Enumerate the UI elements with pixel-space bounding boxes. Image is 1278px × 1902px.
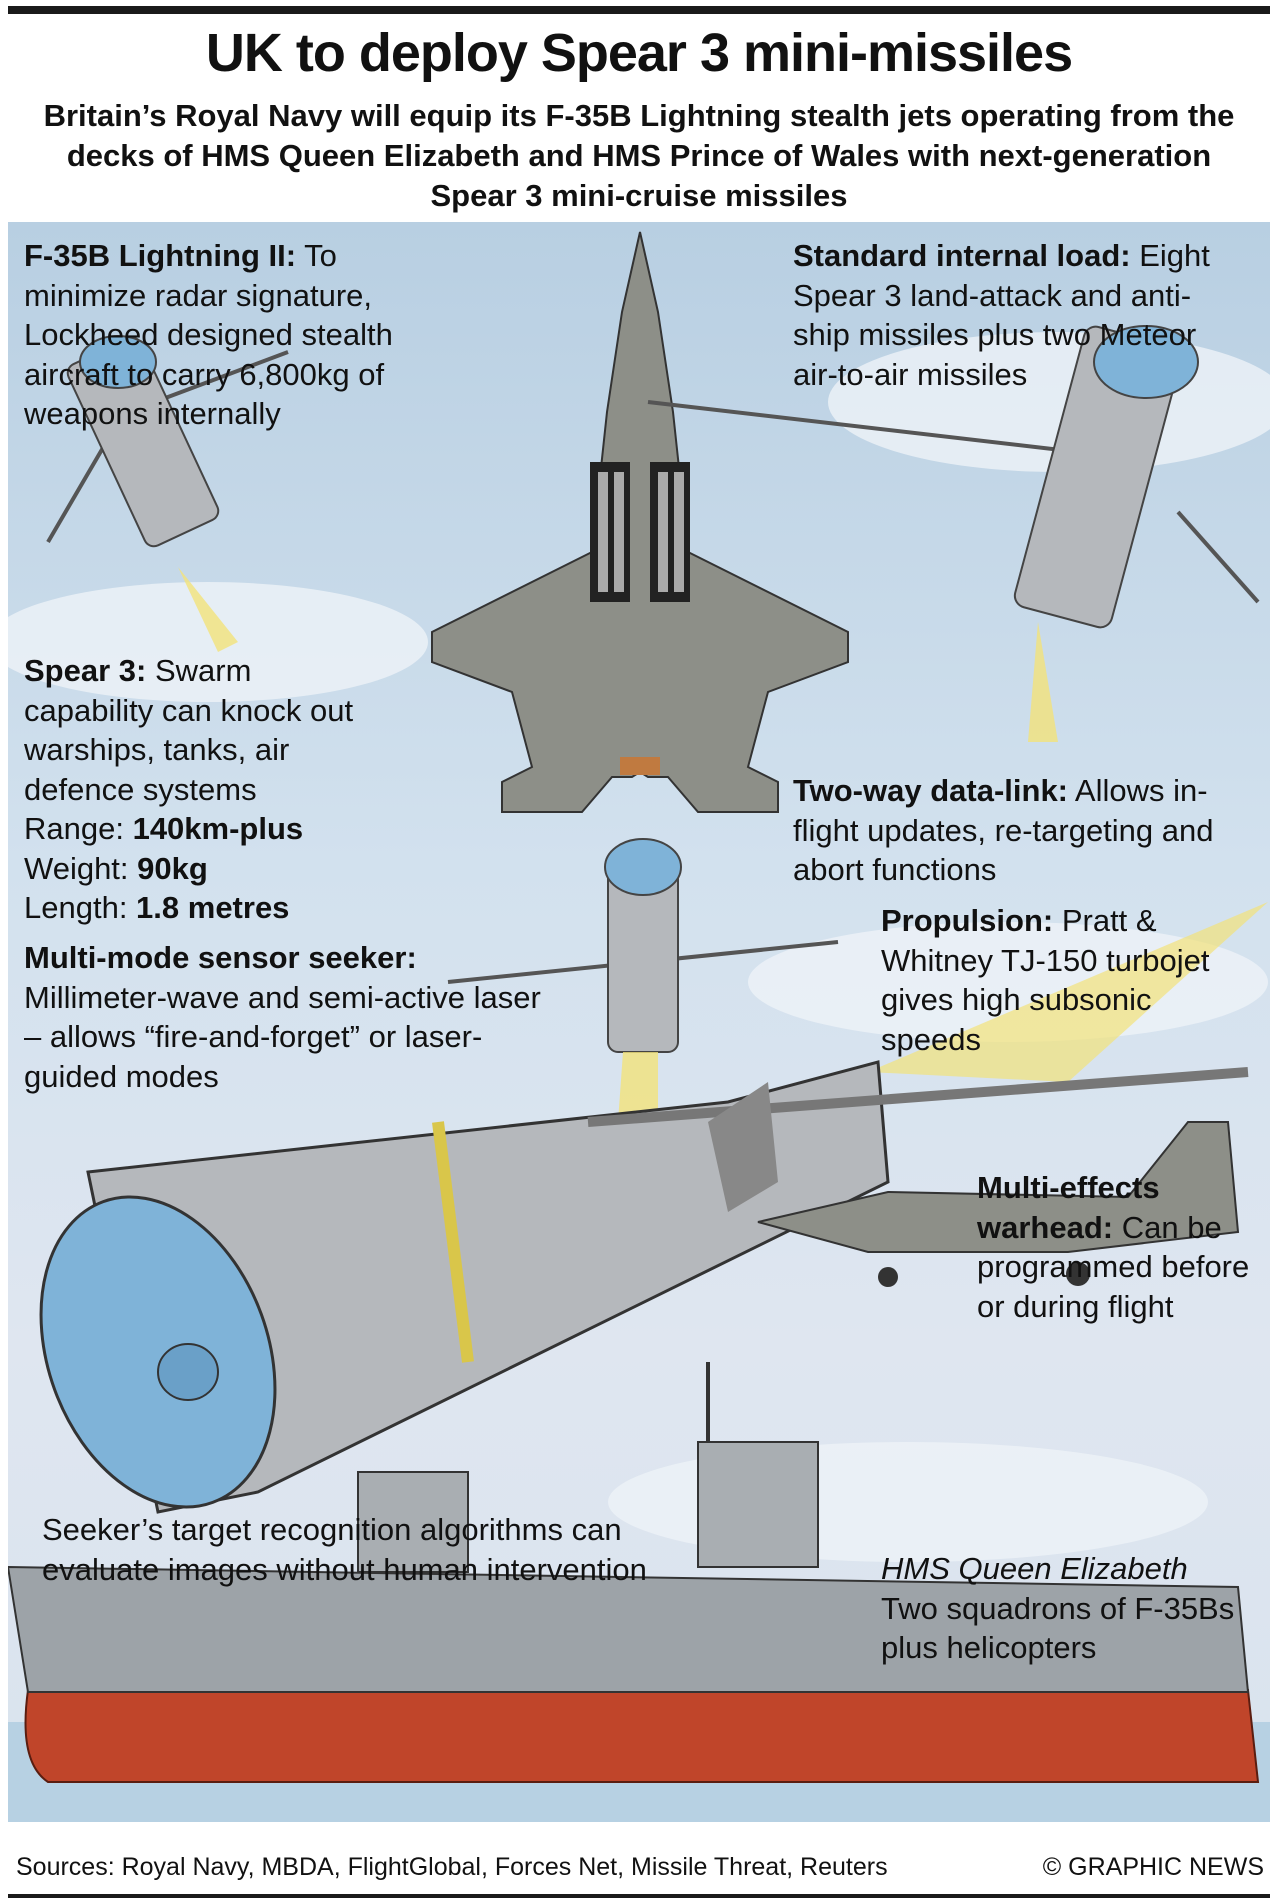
top-rule [8, 6, 1270, 14]
propulsion-description: Propulsion: Pratt & Whitney TJ-150 turbo… [881, 903, 1210, 1057]
carrier-hms-queen-elizabeth [8, 1362, 1270, 1822]
f35-side-view [757, 1121, 1240, 1287]
f35-description: F-35B Lightning II: To minimize radar si… [24, 238, 393, 431]
subtitle: Britain’s Royal Navy will equip its F-35… [43, 98, 1235, 213]
spear3-missile-right [647, 325, 1260, 742]
recognition-description: Seeker’s target recognition algorithms c… [42, 1512, 647, 1587]
internal-load-description: Standard internal load: Eight Spear 3 la… [793, 238, 1210, 392]
credit: © GRAPHIC NEWS [1042, 1853, 1264, 1881]
illustration-panel: F-35B Lightning II: To minimize radar si… [8, 222, 1270, 1822]
f35-top-view [431, 231, 849, 813]
spear3-missile-center [447, 838, 839, 1122]
illustration [8, 231, 1270, 1822]
spear3-missile-large [39, 902, 1268, 1514]
spear3-description: Spear 3: Swarm capability can knock out … [24, 653, 354, 925]
spear3-missile-left [46, 335, 289, 652]
sources: Sources: Royal Navy, MBDA, FlightGlobal,… [16, 1853, 888, 1881]
page-title: UK to deploy Spear 3 mini-missiles [205, 23, 1073, 83]
warhead-description: Multi-effects warhead: Can be programmed… [977, 1170, 1250, 1324]
seeker-description: Multi-mode sensor seeker: Millimeter-wav… [24, 940, 541, 1094]
datalink-description: Two-way data-link: Allows in-flight upda… [793, 773, 1214, 887]
bottom-rule [8, 1894, 1270, 1898]
